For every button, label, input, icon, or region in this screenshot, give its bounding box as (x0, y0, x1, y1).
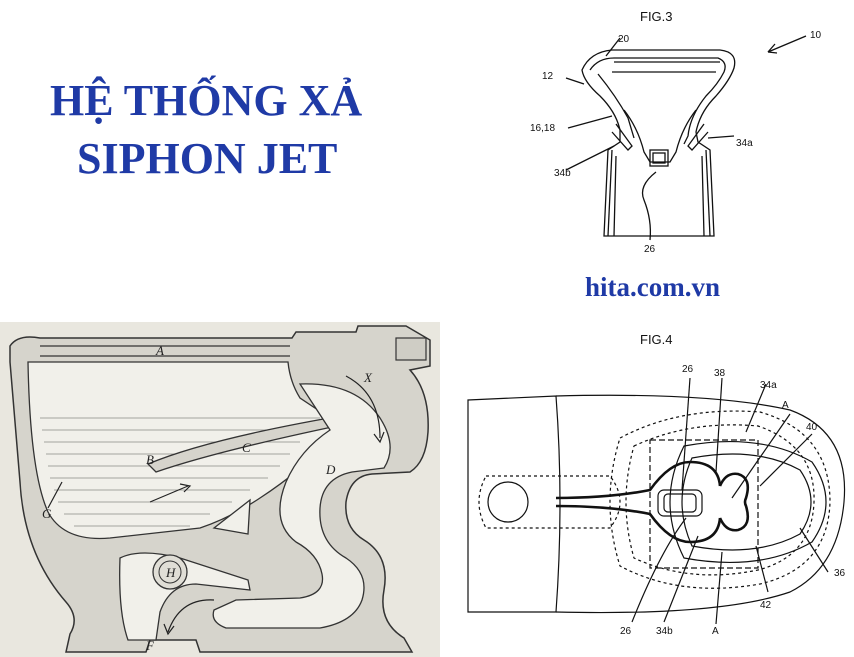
fig4-label-26-bottom: 26 (620, 626, 632, 637)
fig4-label-34b: 34b (656, 626, 673, 637)
fig3-caption: FIG.3 (640, 9, 673, 24)
title-line-1: HỆ THỐNG XẢ (50, 76, 363, 125)
fig4-label-36: 36 (834, 568, 846, 579)
historic-label-C: C (242, 440, 251, 455)
fig3-label-34b: 34b (554, 168, 571, 179)
fig4-label-26-top: 26 (682, 364, 694, 375)
fig3-label-12: 12 (542, 71, 554, 82)
fig4-label-38: 38 (714, 368, 726, 379)
historic-label-H: H (165, 565, 176, 580)
slide-title: HỆ THỐNG XẢ SIPHON JET (50, 72, 450, 188)
fig3-label-26: 26 (644, 244, 656, 255)
historic-label-G: G (42, 506, 52, 521)
fig4-caption: FIG.4 (640, 332, 673, 347)
fig3-label-16-18: 16,18 (530, 123, 555, 134)
historic-label-B: B (146, 452, 154, 467)
fig4-label-34a: 34a (760, 380, 777, 391)
historic-label-X: X (363, 370, 373, 385)
historic-label-A: A (155, 343, 164, 358)
title-line-2: SIPHON JET (77, 134, 338, 183)
fig4-label-A-top: A (782, 400, 789, 411)
fig4-diagram: FIG.4 26 38 (467, 332, 846, 637)
fig3-label-20: 20 (618, 34, 630, 45)
fig3-diagram: FIG.3 20 12 16,18 34a 34b 26 10 (530, 9, 822, 255)
fig3-label-34a: 34a (736, 138, 753, 149)
fig3-label-10: 10 (810, 30, 822, 41)
site-watermark: hita.com.vn (585, 272, 720, 302)
historic-label-D: D (325, 462, 336, 477)
fig4-label-A-bottom: A (712, 626, 719, 637)
historic-label-F: F (145, 638, 155, 653)
fig4-label-42: 42 (760, 600, 772, 611)
historic-cutaway: A B C D F G H X (0, 322, 440, 657)
fig4-label-40: 40 (806, 422, 818, 433)
